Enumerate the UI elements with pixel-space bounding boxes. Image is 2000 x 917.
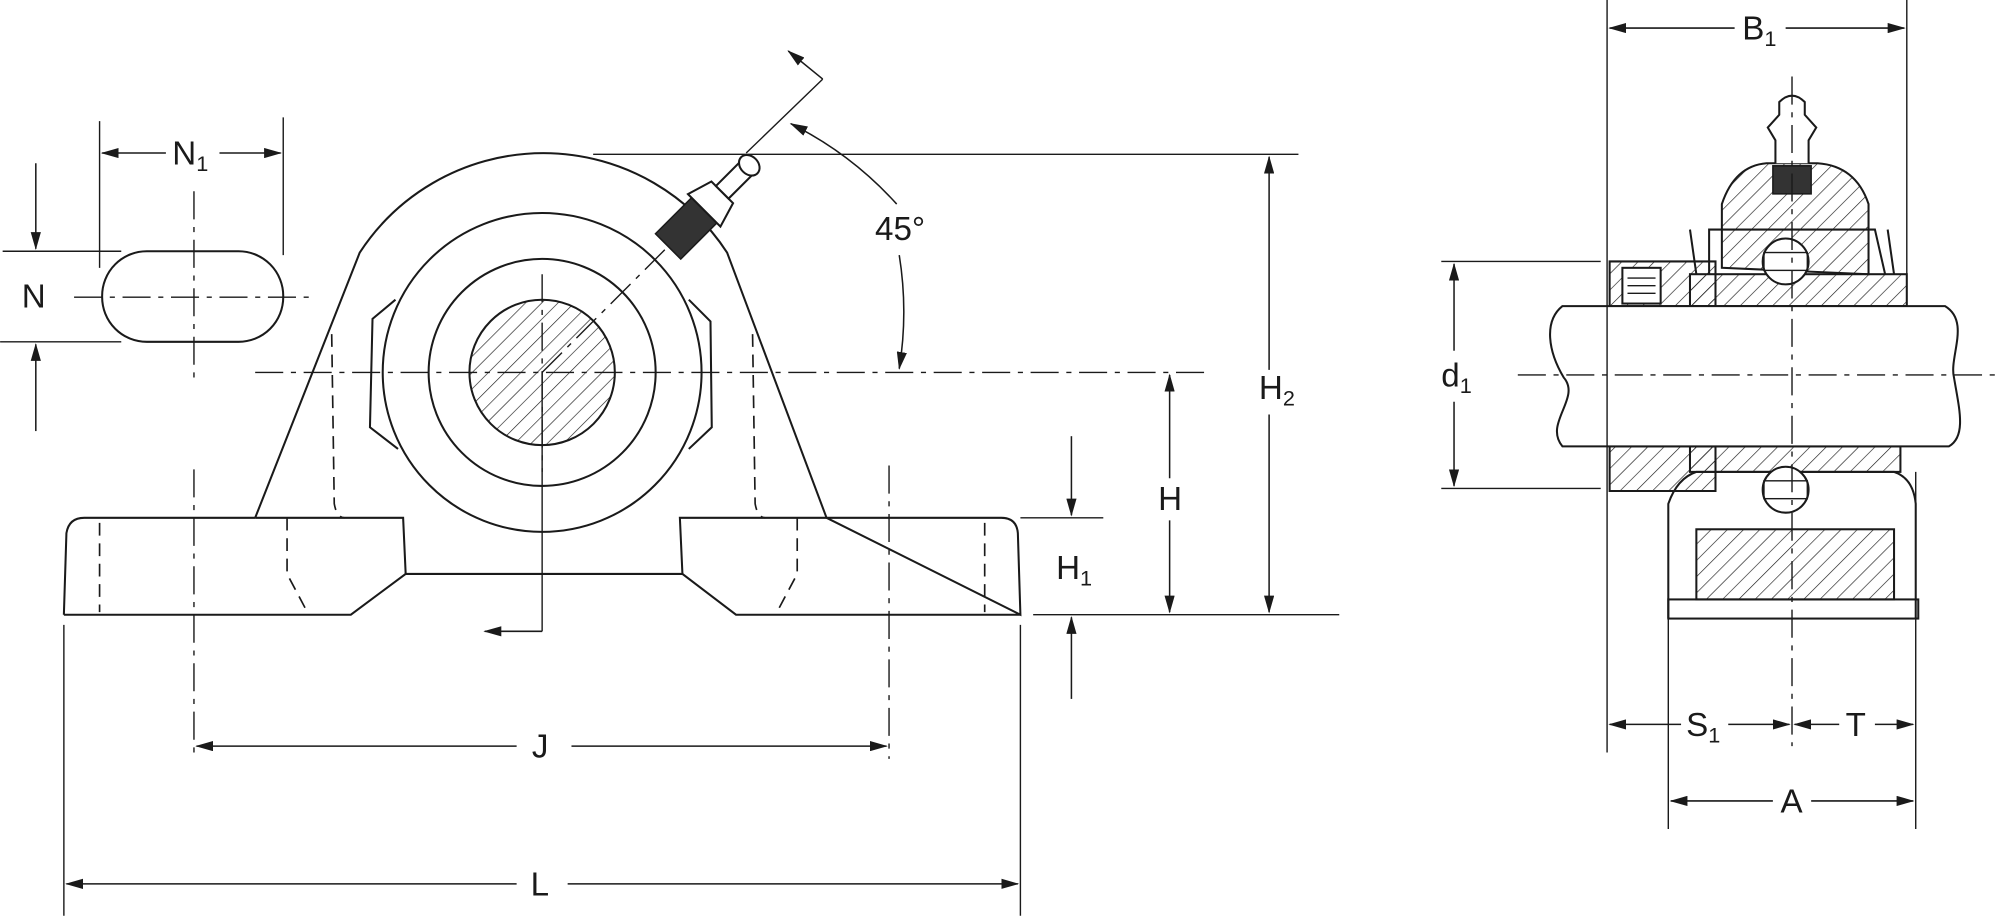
svg-text:T: T [1846, 707, 1866, 744]
dim-angle: 45° [789, 123, 925, 370]
slot-detail [74, 191, 313, 383]
svg-text:N: N [22, 278, 46, 315]
svg-text:S1: S1 [1686, 707, 1720, 747]
base-outline [62, 516, 1022, 617]
svg-text:H1: H1 [1056, 550, 1092, 590]
dim-a: A [1669, 783, 1915, 820]
svg-text:A: A [1781, 783, 1804, 820]
dim-t: T [1793, 707, 1915, 744]
dim-n1: N1 [98, 117, 284, 268]
dim-h: H [1158, 373, 1182, 614]
svg-text:N1: N1 [172, 136, 208, 176]
shaft [1549, 305, 1962, 448]
svg-text:H2: H2 [1259, 370, 1295, 410]
dim-d1: d1 [1441, 260, 1601, 490]
svg-text:H: H [1158, 481, 1182, 518]
dim-b1: B1 [1606, 0, 1908, 753]
ball-bottom [1761, 465, 1810, 514]
svg-text:45°: 45° [875, 211, 925, 248]
dim-j: J [195, 729, 888, 766]
svg-text:L: L [531, 866, 549, 903]
ball-top [1761, 237, 1810, 286]
svg-text:J: J [532, 729, 549, 766]
front-view [62, 50, 1206, 759]
grease-fitting [654, 153, 761, 261]
dim-h1: H1 [1020, 436, 1104, 699]
svg-text:d1: d1 [1441, 357, 1471, 397]
dim-h2: H2 [593, 153, 1340, 616]
dim-s1: S1 [1608, 471, 1917, 829]
svg-text:B1: B1 [1742, 11, 1776, 51]
dim-l: L [63, 624, 1022, 916]
side-section-view [1517, 76, 2000, 747]
dim-n: N [0, 163, 122, 432]
